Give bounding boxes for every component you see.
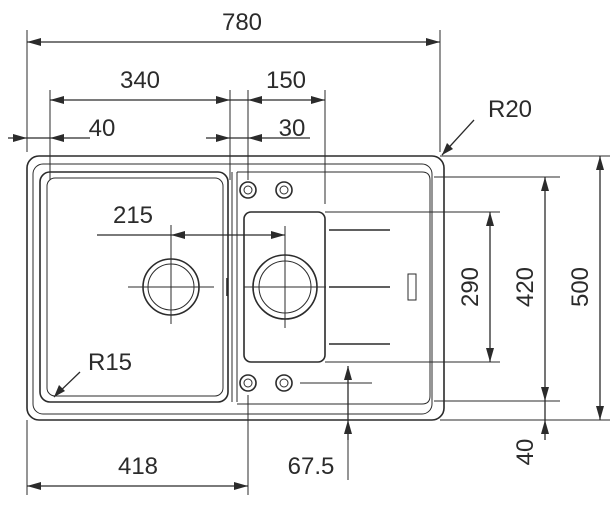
sink-inner-rim <box>32 163 433 415</box>
sink-body <box>26 155 445 421</box>
dimension-lines <box>8 38 604 490</box>
dim-right-bowl-width: 150 <box>266 67 306 94</box>
tap-hole <box>279 378 289 388</box>
dim-left-bowl-width: 340 <box>120 67 160 94</box>
tap-hole <box>275 374 293 392</box>
left-bowl-inner <box>46 177 224 397</box>
overflow-slot <box>407 273 417 301</box>
dim-drain-spacing: 215 <box>113 202 153 229</box>
dim-bowl-depth: 420 <box>512 267 539 307</box>
tap-hole <box>243 378 253 388</box>
dimension-labels: 780 340 150 40 30 R20 215 R15 290 420 50… <box>88 9 594 480</box>
dim-left-offset: 40 <box>89 115 116 142</box>
dim-overall-width: 780 <box>222 9 262 36</box>
tap-hole <box>239 374 257 392</box>
dim-corner-radius: R20 <box>488 96 532 123</box>
tap-hole <box>279 185 289 195</box>
tap-hole <box>275 181 293 199</box>
dim-tap-offset: 67.5 <box>288 453 335 480</box>
dim-overall-depth: 500 <box>567 267 594 307</box>
right-drain <box>244 226 326 328</box>
left-bowl <box>39 171 229 403</box>
sink-outer-rim <box>26 155 445 421</box>
tap-hole <box>243 185 253 195</box>
dim-bottom-margin: 40 <box>512 439 539 466</box>
left-drain <box>128 225 214 324</box>
drainer-outline <box>237 171 431 405</box>
tap-hole <box>239 181 257 199</box>
dim-left-cut-width: 418 <box>118 453 158 480</box>
dim-drainer-depth: 290 <box>457 267 484 307</box>
dim-gap-offset: 30 <box>279 115 306 142</box>
extension-lines <box>26 30 610 495</box>
dim-bowl-corner-radius: R15 <box>88 349 132 376</box>
tap-holes <box>239 181 293 392</box>
